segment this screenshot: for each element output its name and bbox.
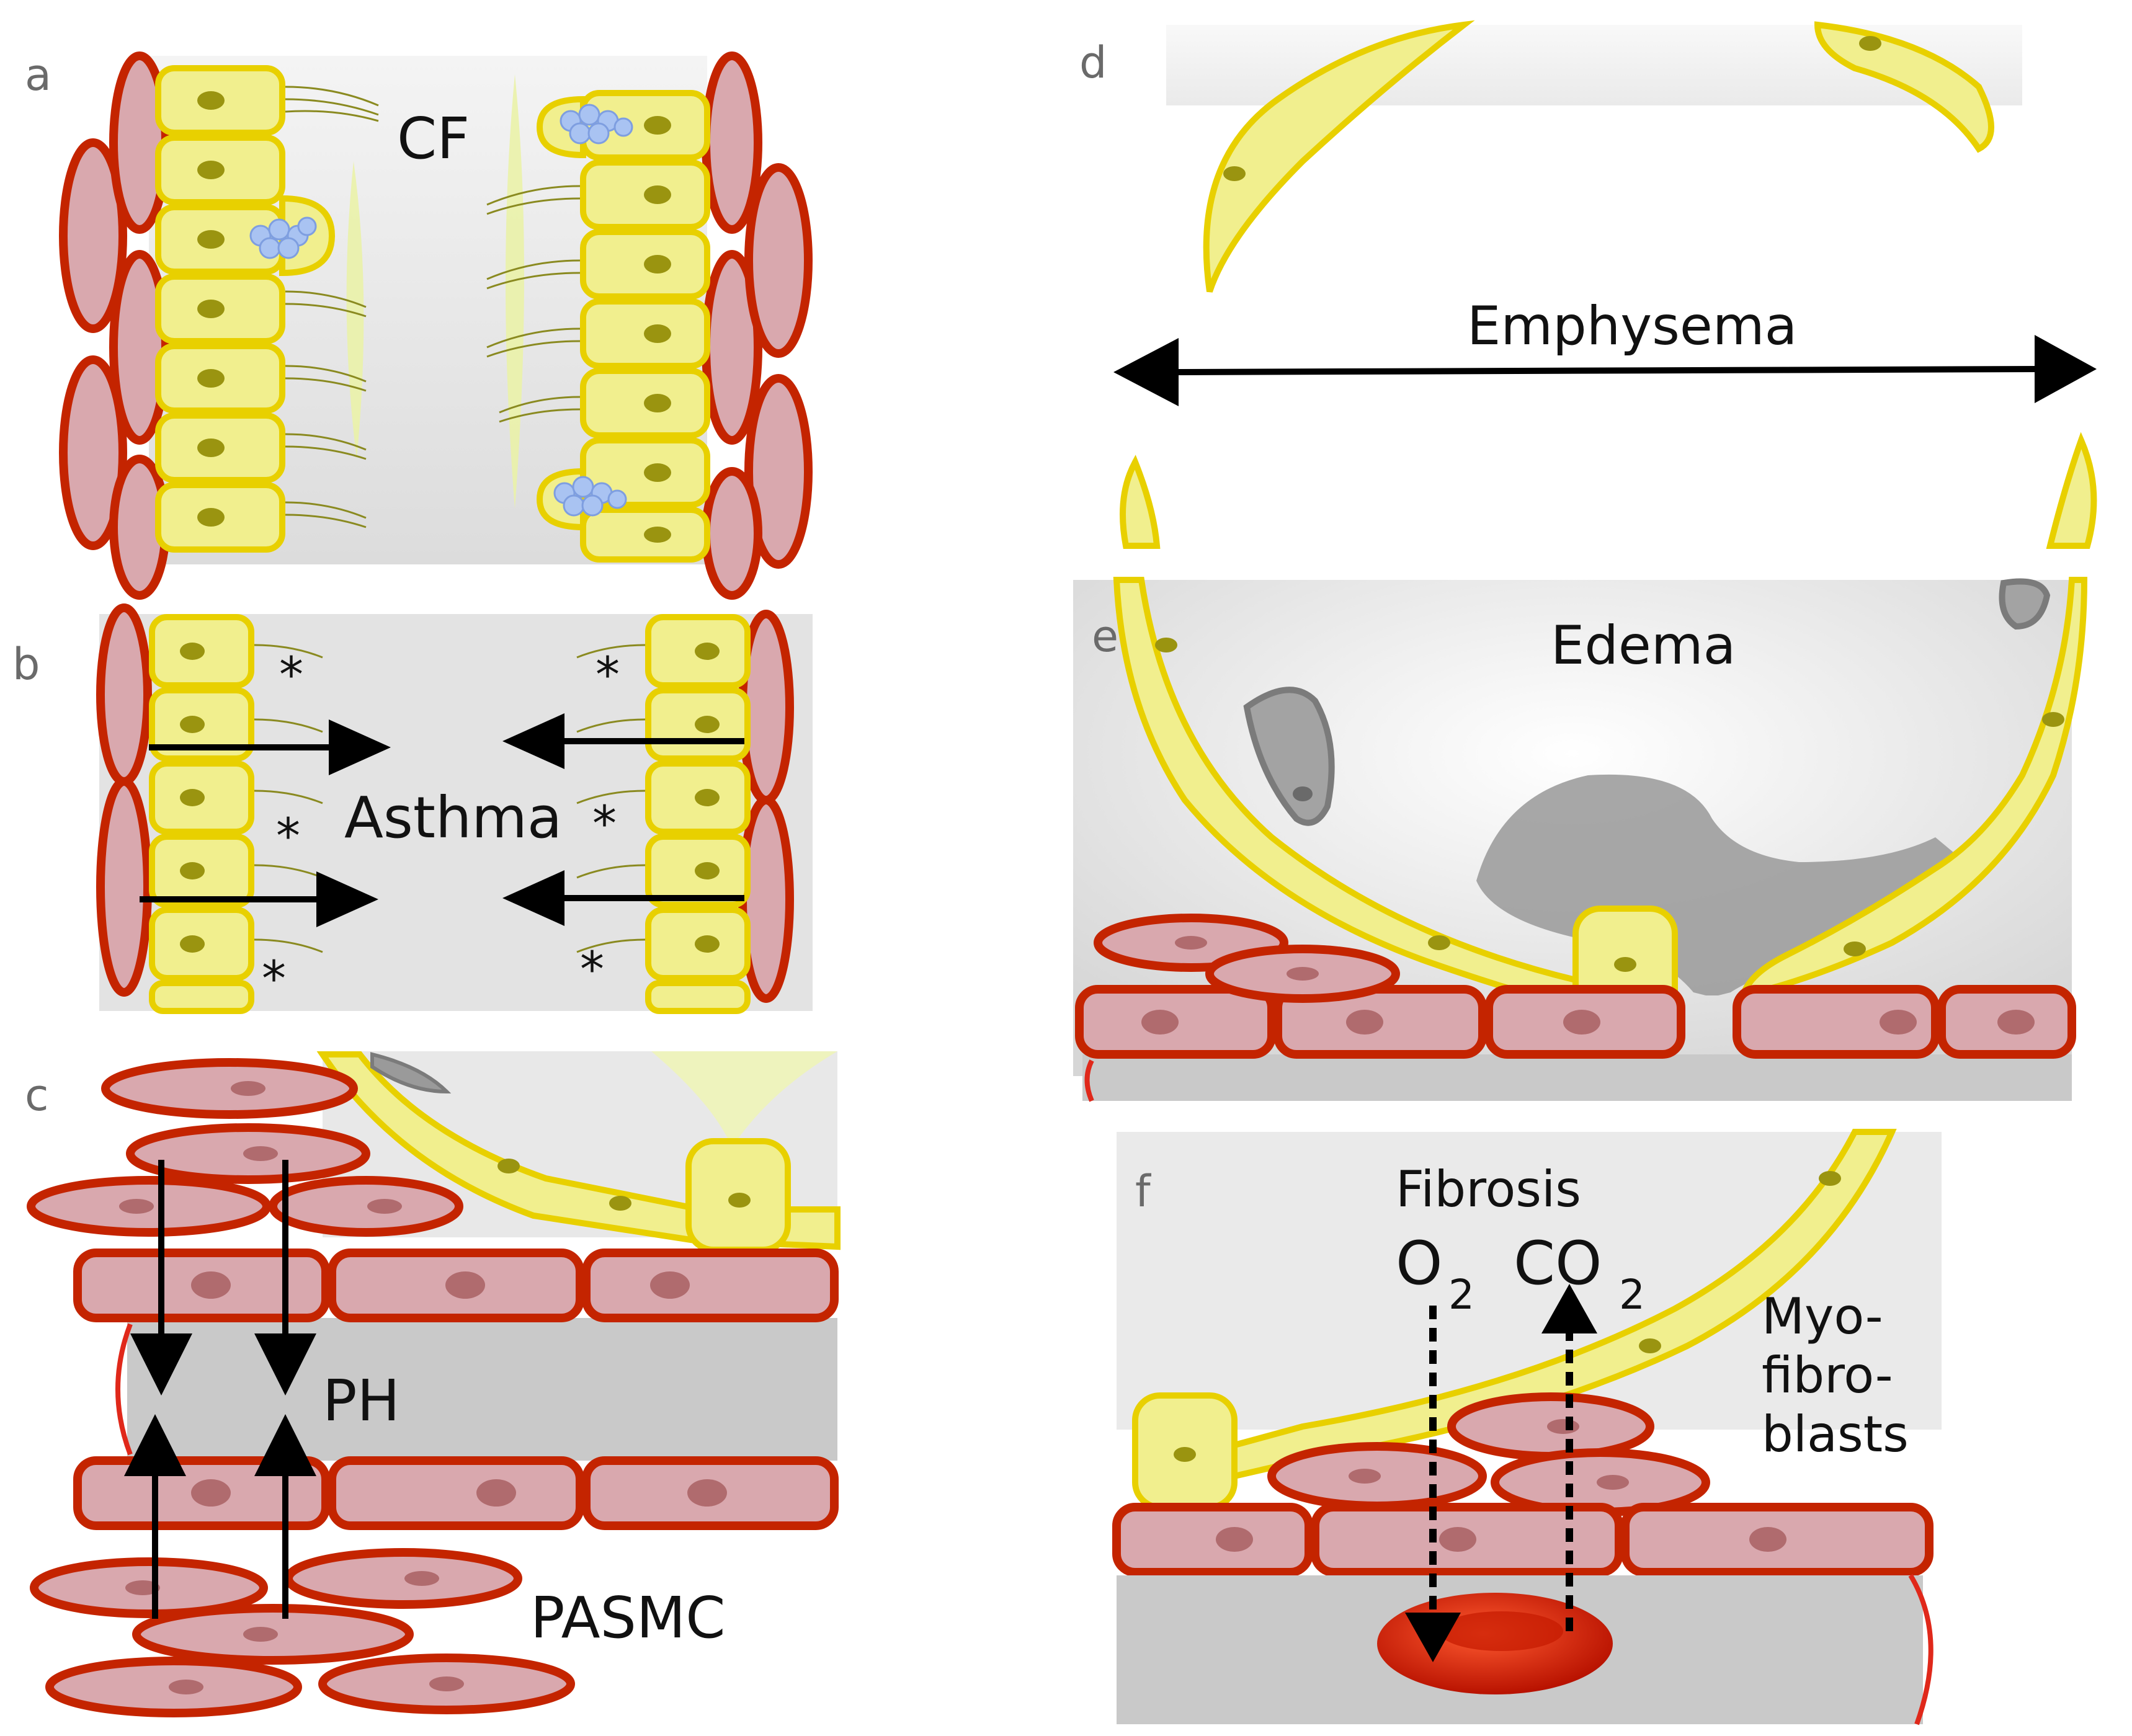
panel-letter-f: f <box>1135 1166 1151 1217</box>
panel-d: d Emphysema <box>1079 20 2097 549</box>
panel-letter-a: a <box>25 50 51 100</box>
panel-b: * * * * * * b Asthma <box>12 603 813 1014</box>
smooth-muscle-left-a <box>59 51 170 600</box>
vessel-lumen-c <box>127 1318 837 1461</box>
epithelium-left-a <box>155 65 379 553</box>
o2-subscript: 2 <box>1448 1271 1474 1319</box>
label-cf: CF <box>397 105 470 172</box>
alveolar-wall-d <box>1814 21 1994 153</box>
label-ph: PH <box>323 1368 400 1434</box>
label-edema: Edema <box>1551 615 1736 677</box>
label-myo-3: blasts <box>1762 1405 1909 1463</box>
label-myo-2: fibro- <box>1762 1347 1893 1404</box>
label-pasmc: PASMC <box>530 1585 726 1651</box>
label-o2: O 2 <box>1396 1229 1474 1319</box>
epithelium-left-b <box>149 614 323 1014</box>
co2-letters: CO <box>1514 1229 1602 1298</box>
asterisk: * <box>276 809 300 865</box>
panel-f: f Fibrosis O 2 CO 2 Myo- fibro- blasts <box>1112 1129 1942 1725</box>
macrophage <box>1999 578 2051 630</box>
asterisk: * <box>580 942 604 998</box>
mucus-streak <box>506 74 524 509</box>
expansion-arrow <box>1113 335 2097 406</box>
co2-subscript: 2 <box>1619 1271 1645 1319</box>
o2-letter: O <box>1396 1229 1443 1298</box>
smooth-muscle-right-a <box>702 51 813 600</box>
alveolar-wall-d <box>1203 20 1475 293</box>
goblet-cell <box>536 468 627 531</box>
constriction-arrows <box>124 1160 316 1619</box>
label-fibrosis: Fibrosis <box>1396 1160 1581 1218</box>
panel-letter-e: e <box>1092 611 1118 662</box>
panel-e: e Edema <box>1073 577 2088 1102</box>
mucus-streak <box>346 161 364 459</box>
alveolar-wall-d <box>1120 455 1161 549</box>
panel-letter-c: c <box>25 1070 49 1121</box>
label-asthma: Asthma <box>344 785 562 851</box>
gas-arrows <box>1405 1284 1597 1662</box>
goblet-cell <box>536 96 633 159</box>
alveolar-wall-d <box>2046 432 2097 549</box>
label-co2: CO 2 <box>1514 1229 1645 1319</box>
panel-letter-b: b <box>12 639 40 690</box>
label-myo-1: Myo- <box>1762 1288 1883 1345</box>
erythrocyte <box>1377 1593 1613 1694</box>
asterisk: * <box>592 796 617 852</box>
panel-c: c PH PASMC <box>25 1051 841 1717</box>
alveolar-wall-e <box>1738 577 2088 1000</box>
asterisk: * <box>279 648 303 703</box>
epithelium-right-a <box>486 90 710 563</box>
vessel-lumen-e <box>1082 1054 2072 1101</box>
secretion <box>651 1051 837 1147</box>
panel-a: a CF <box>25 50 813 600</box>
goblet-cell <box>249 195 336 277</box>
asthma-markers: * * * * * * <box>262 648 620 1007</box>
asterisk: * <box>595 648 620 703</box>
asterisk: * <box>262 951 286 1007</box>
macrophage <box>370 1052 452 1094</box>
smooth-muscle-left-b <box>96 603 152 997</box>
label-emphysema: Emphysema <box>1467 295 1797 357</box>
panel-letter-d: d <box>1079 37 1107 88</box>
contraction-arrows <box>140 713 744 927</box>
